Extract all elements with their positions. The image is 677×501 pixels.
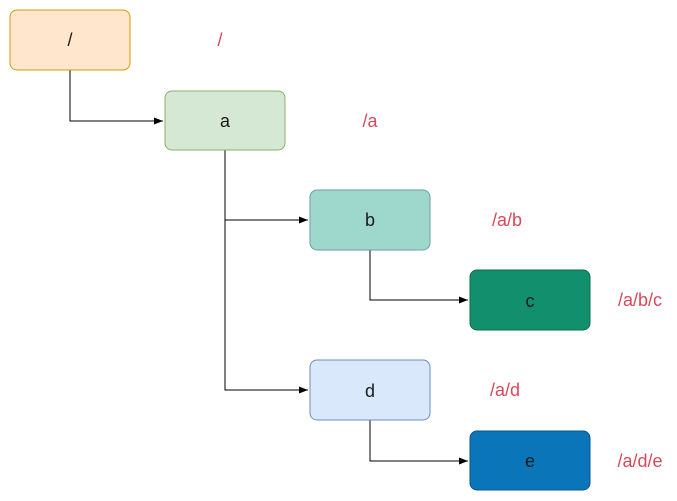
node-d-box <box>309 359 431 421</box>
edge-d-to-e <box>369 420 468 465</box>
node-a[interactable]: a <box>164 90 286 151</box>
edge-b-to-c <box>369 250 468 304</box>
node-a-label: a <box>220 111 231 131</box>
node-c-label: c <box>526 291 535 311</box>
path-label-root: / <box>217 30 222 50</box>
node-b-label: b <box>365 210 375 230</box>
edge-a-to-d <box>224 220 308 394</box>
path-label-c: /a/b/c <box>618 290 662 310</box>
edge-root-to-a <box>69 70 163 125</box>
path-label-b: /a/b <box>492 210 522 230</box>
node-c[interactable]: c <box>469 269 591 331</box>
path-label-a: /a <box>362 111 378 131</box>
node-e[interactable]: e <box>469 430 591 491</box>
node-e-label: e <box>525 451 535 471</box>
node-c-box <box>469 269 591 331</box>
node-root-box <box>9 9 131 71</box>
node-b[interactable]: b <box>309 189 431 251</box>
node-b-box <box>309 189 431 251</box>
node-d-label: d <box>365 381 375 401</box>
node-root[interactable]: / <box>9 9 131 71</box>
path-label-e: /a/d/e <box>617 451 662 471</box>
edge-a-to-b <box>224 150 308 224</box>
node-e-box <box>469 430 591 491</box>
node-d[interactable]: d <box>309 359 431 421</box>
path-label-d: /a/d <box>490 380 520 400</box>
edges <box>69 70 468 465</box>
node-root-label: / <box>67 30 72 50</box>
node-a-box <box>164 90 286 151</box>
